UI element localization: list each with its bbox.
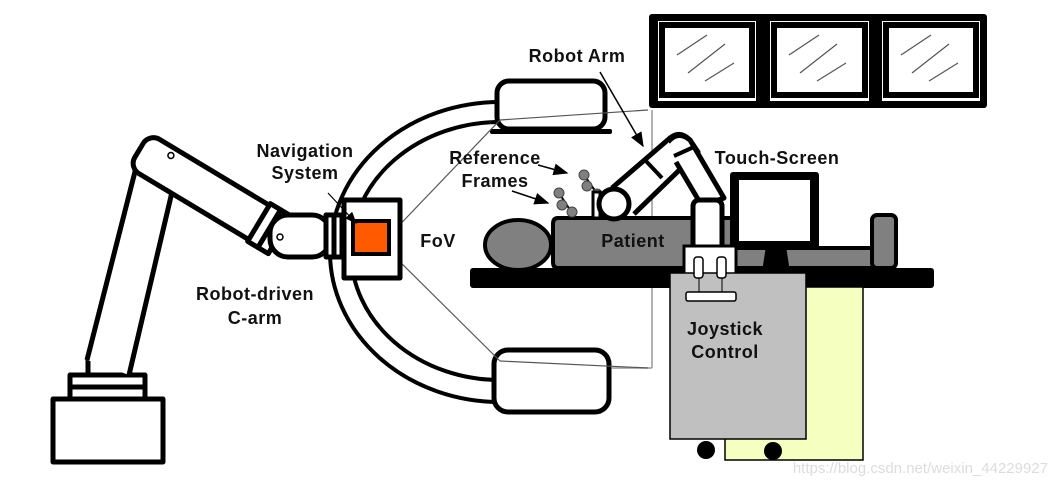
label-robot-arm: Robot Arm (529, 46, 626, 66)
wall-monitor (658, 21, 756, 101)
label-patient: Patient (601, 231, 665, 251)
robot-arm-arrow (599, 71, 644, 148)
label-touch-screen: Touch-Screen (715, 148, 840, 168)
xray-detector (494, 78, 608, 132)
wall-monitor (770, 21, 869, 101)
label-navigation-line1: Navigation (256, 141, 353, 161)
label-carm-line1: Robot-driven (196, 284, 314, 304)
label-reference-line2: Frames (461, 171, 528, 191)
patient-head (483, 218, 553, 272)
carm-robot (50, 135, 345, 465)
label-joystick-line1: Joystick (687, 319, 764, 339)
reference-frames (553, 169, 603, 220)
label-fov: FoV (420, 231, 456, 251)
joystick (716, 256, 727, 279)
label-carm-line2: C-arm (228, 308, 283, 328)
watermark: https://blog.csdn.net/weixin_44229927 (793, 460, 1048, 477)
xray-source (491, 347, 612, 415)
reference-arrow (511, 190, 550, 205)
navigation-camera (351, 219, 391, 256)
wall-monitor (882, 21, 980, 101)
wall-monitors (649, 14, 987, 108)
label-navigation-line2: System (271, 163, 338, 183)
robot-base (50, 396, 166, 465)
touch-screen (730, 172, 819, 272)
label-joystick-line2: Control (691, 342, 758, 362)
cart-wheel (697, 441, 715, 459)
navigation-system (341, 197, 403, 281)
reference-arrow (537, 163, 569, 176)
joystick (693, 256, 704, 279)
joystick-control (669, 244, 807, 460)
label-reference-line1: Reference (449, 148, 541, 168)
navigation-arrow (327, 192, 357, 224)
surgical-robot-arm (596, 132, 727, 253)
patient-feet (870, 213, 898, 270)
cart-wheel (764, 442, 782, 460)
